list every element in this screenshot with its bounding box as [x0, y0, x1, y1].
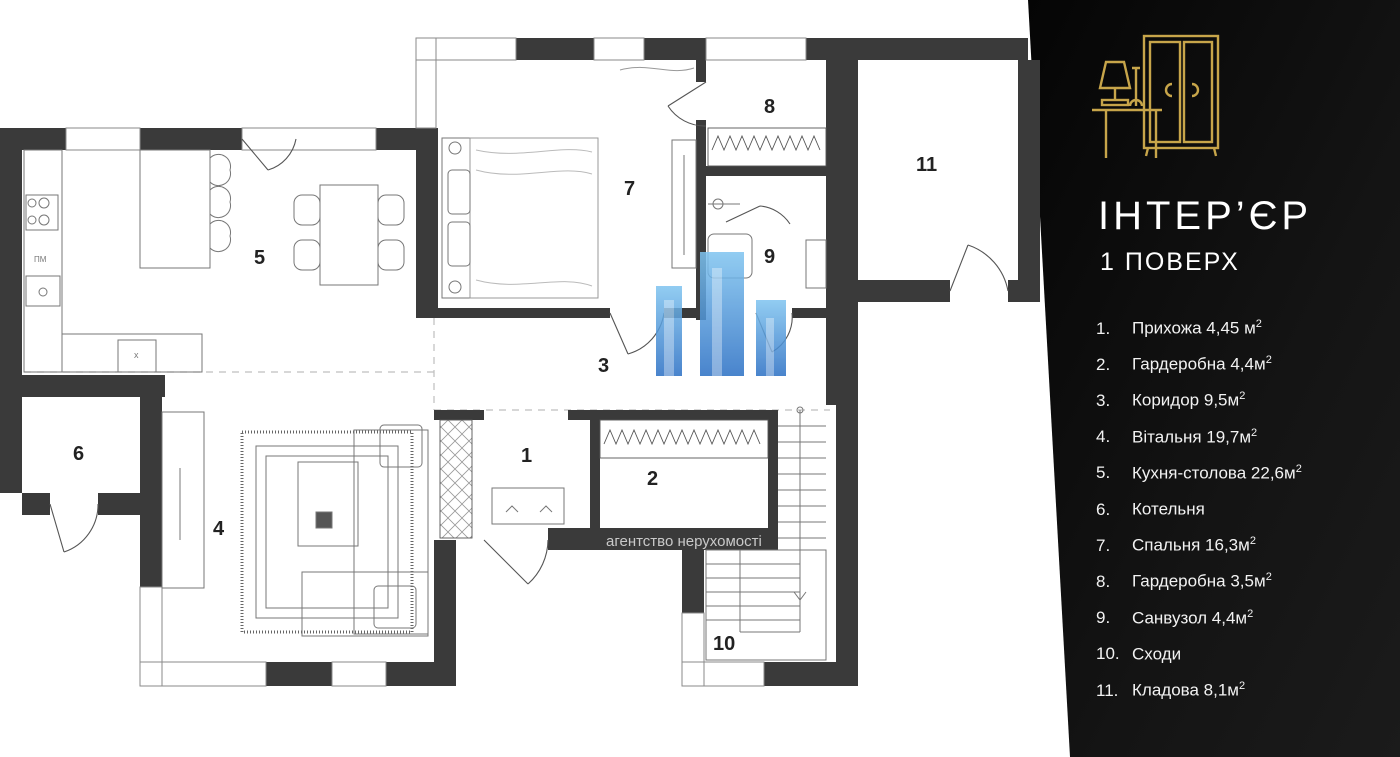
- walls: [0, 38, 1040, 686]
- lamp-table-icon: [1092, 60, 1162, 158]
- windows: [65, 37, 807, 687]
- room-number-5: 5: [254, 247, 265, 269]
- svg-text:ПМ: ПМ: [34, 255, 47, 264]
- legend-panel-bg: [1028, 0, 1400, 757]
- room-number-6: 6: [73, 443, 84, 465]
- room-number-2: 2: [647, 468, 658, 490]
- svg-text:x: x: [134, 350, 139, 360]
- wardrobe-icon: [1142, 34, 1220, 157]
- room-number-4: 4: [213, 518, 225, 540]
- room-number-11: 11: [916, 154, 937, 176]
- room-number-9: 9: [764, 246, 775, 268]
- room-numbers: 1 2 3 4 5 6 7 8 9 10 11: [73, 96, 937, 655]
- room-number-3: 3: [598, 355, 609, 377]
- floor-fill: [24, 150, 434, 375]
- room-number-7: 7: [624, 178, 635, 200]
- stairs: [705, 406, 827, 661]
- living-furniture: [161, 411, 429, 637]
- room-number-8: 8: [764, 96, 775, 118]
- room-number-10: 10: [713, 633, 735, 655]
- room-number-1: 1: [521, 445, 532, 467]
- dining-table: [293, 184, 405, 286]
- agency-logo: [656, 252, 786, 376]
- bedroom-furniture: [441, 66, 697, 299]
- watermark-text: агентство нерухомості: [606, 533, 762, 550]
- wardrobe-hatch: [439, 127, 827, 539]
- kitchen-furniture: x ПМ: [23, 149, 232, 373]
- hall-bench: [491, 487, 565, 525]
